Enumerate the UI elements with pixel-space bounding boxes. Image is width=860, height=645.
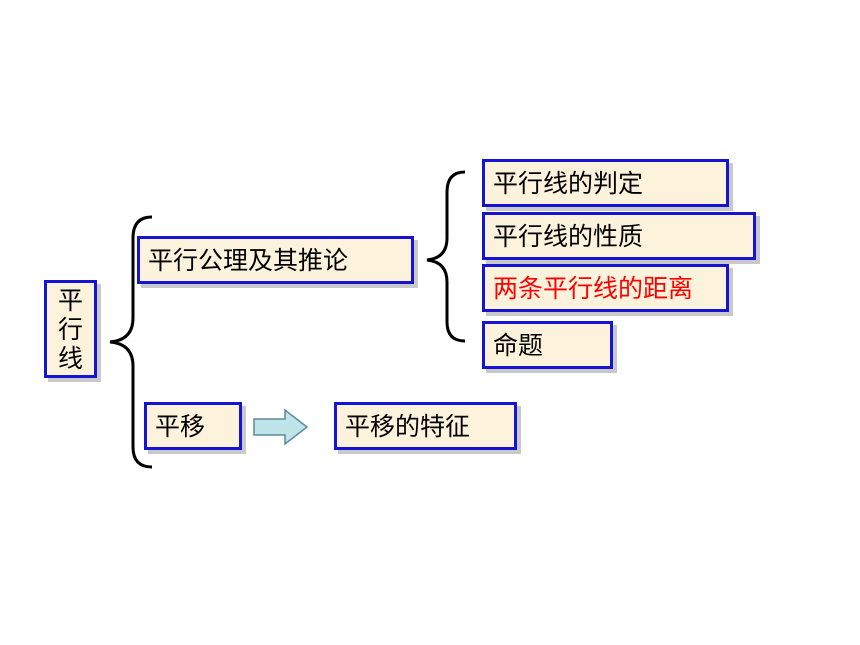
branch-b-result-node: 平移的特征 xyxy=(334,402,517,450)
root-node-char-1: 平 xyxy=(57,285,83,315)
right-arrow-icon xyxy=(253,408,309,446)
branch-a-node: 平行公理及其推论 xyxy=(137,236,414,284)
root-node-char-3: 线 xyxy=(57,343,83,373)
root-node: 平 行 线 xyxy=(44,280,97,378)
child-node-3-highlight: 两条平行线的距离 xyxy=(482,264,729,312)
root-node-char-2: 行 xyxy=(57,314,83,344)
child-node-4: 命题 xyxy=(482,321,613,369)
branch-a-brace xyxy=(426,170,466,343)
root-brace xyxy=(109,215,153,469)
child-node-1: 平行线的判定 xyxy=(482,159,729,207)
child-node-2: 平行线的性质 xyxy=(482,212,756,260)
branch-b-node: 平移 xyxy=(144,402,242,450)
